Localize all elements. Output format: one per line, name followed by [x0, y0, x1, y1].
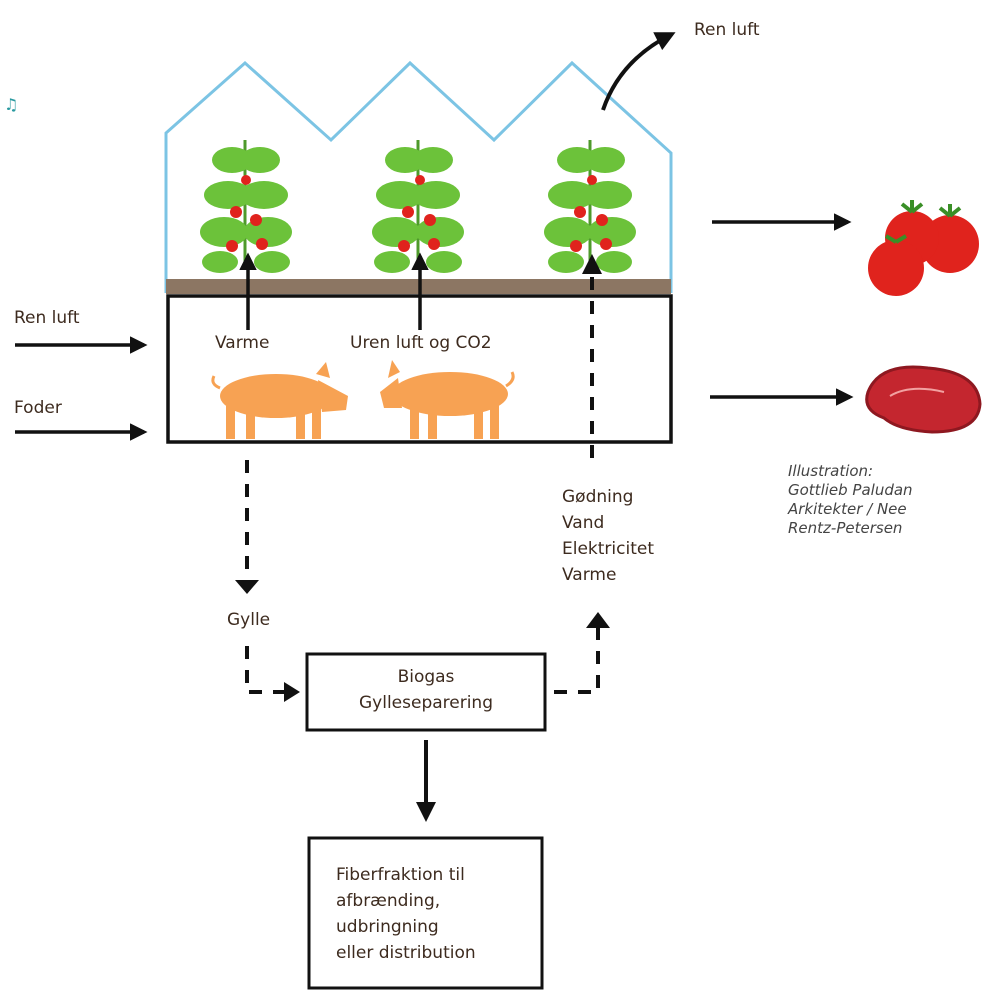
credit-line-3: Arkitekter / Nee: [788, 500, 907, 518]
tomato-plant-icon: [372, 140, 464, 273]
fiber-line-3: udbringning: [336, 917, 439, 937]
fiber-line-2: afbrænding,: [336, 891, 441, 911]
heat-label: Varme: [215, 333, 270, 353]
return-electricity: Elektricitet: [562, 539, 655, 559]
slurry-arrowhead: [235, 580, 259, 594]
return-fertilizer: Gødning: [562, 487, 634, 507]
return-water: Vand: [562, 513, 605, 533]
credit-line-1: Illustration:: [788, 462, 874, 480]
clean-air-out-label: Ren luft: [694, 20, 760, 40]
dirty-air-co2-label: Uren luft og CO2: [350, 333, 492, 353]
tomato-plant-icon: [544, 140, 636, 273]
returns-list: Gødning Vand Elektricitet Varme: [562, 484, 654, 588]
clean-air-in-label: Ren luft: [14, 308, 80, 328]
biogas-box: [305, 652, 547, 732]
fiber-line-1: Fiberfraktion til: [336, 865, 465, 885]
clean-air-out-arrow: [601, 32, 676, 111]
slurry-label: Gylle: [227, 610, 271, 630]
pig-icon: [211, 362, 348, 439]
fiber-box-text: Fiberfraktion til afbrænding, udbringnin…: [336, 862, 476, 966]
meat-icon: [865, 365, 982, 434]
tomato-icon: [868, 200, 979, 296]
biogas-box-text: Biogas Gylleseparering: [307, 664, 545, 716]
music-note-icon: ♫: [4, 95, 19, 114]
pig-icon: [380, 360, 515, 439]
tomato-plant-icon: [200, 140, 292, 273]
fiber-line-4: eller distribution: [336, 943, 476, 963]
return-heat: Varme: [562, 565, 617, 585]
credit-line-2: Gottlieb Paludan: [788, 481, 913, 499]
biogas-title: Biogas: [397, 667, 455, 687]
feed-label: Foder: [14, 398, 62, 418]
greenhouse-roof: [164, 60, 673, 293]
credit-line-4: Rentz-Petersen: [788, 519, 903, 537]
fiber-box: [307, 836, 544, 990]
illustration-credit: Illustration: Gottlieb Paludan Arkitekte…: [788, 462, 913, 538]
biogas-to-returns-line: [554, 628, 600, 694]
slurry-separation-label: Gylleseparering: [358, 693, 494, 713]
slurry-to-biogas-line: [245, 646, 284, 694]
